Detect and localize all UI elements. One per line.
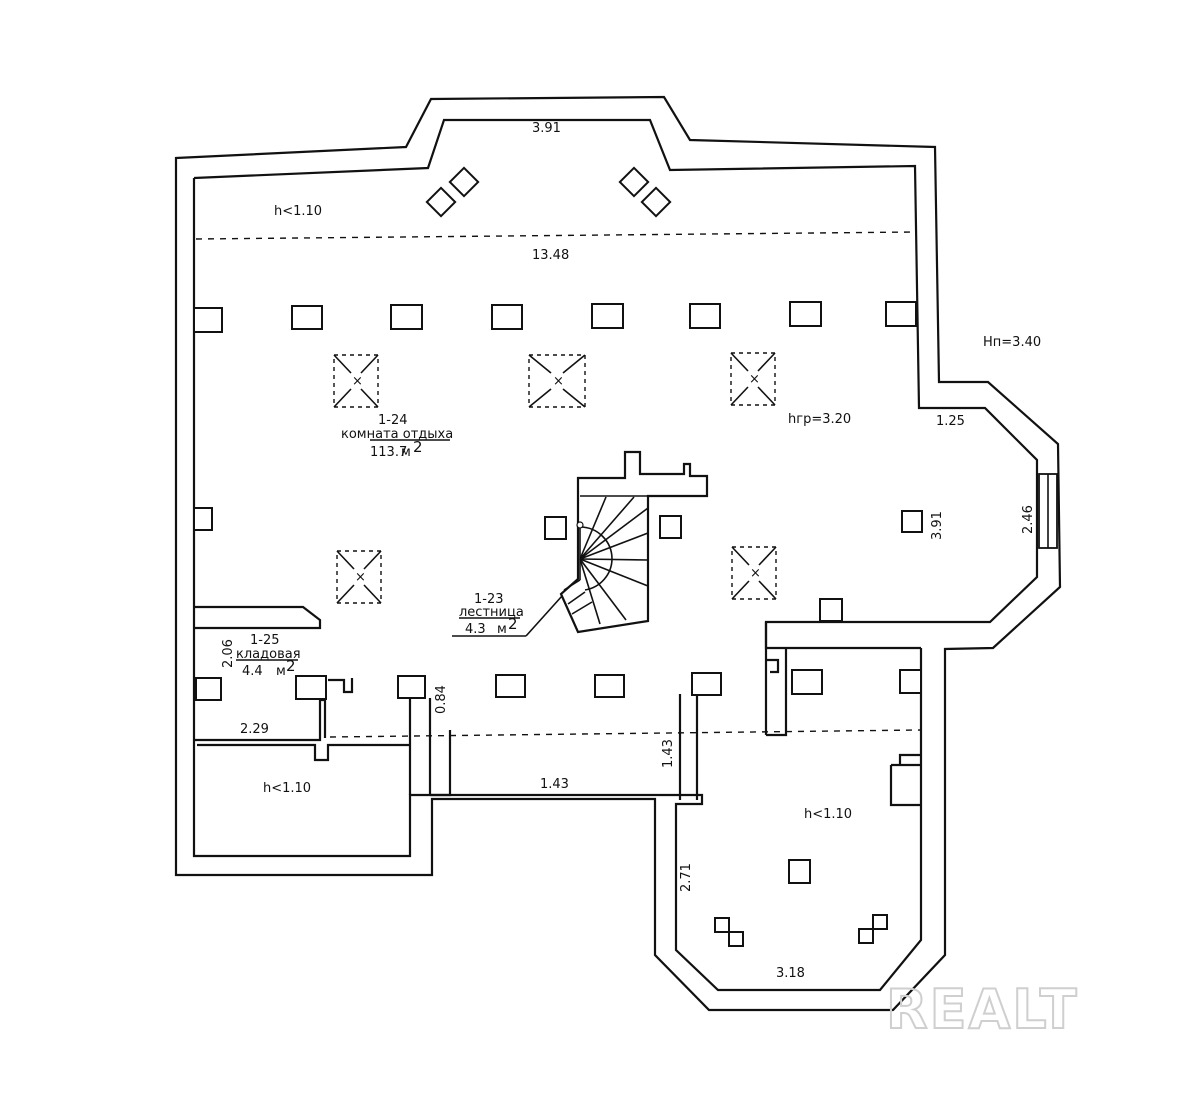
room-storage-unit: м	[276, 664, 286, 679]
room-main-id: 1-24	[378, 413, 408, 428]
dim-right-bay: 2.46	[1021, 505, 1036, 534]
dim-storage-h: 2.06	[221, 639, 236, 668]
columns-row-bottom	[195, 669, 922, 884]
dim-top-width: 13.48	[532, 248, 569, 263]
dim-right-inner: 3.91	[930, 511, 945, 540]
dim-bottom-bay: 3.18	[776, 966, 805, 981]
dash-top	[195, 231, 917, 240]
outer-wall	[174, 95, 1062, 1012]
svg-text:×: ×	[750, 566, 761, 581]
dim-col-gap: 0.84	[434, 685, 449, 714]
dashed-columns: × × × × ×	[333, 352, 777, 604]
svg-text:×: ×	[553, 374, 564, 389]
room-stairs-sup: 2	[508, 615, 518, 633]
svg-text:×: ×	[352, 374, 363, 389]
skylight-diamonds-bottom	[714, 914, 888, 947]
dim-bottom-side: 2.71	[679, 863, 694, 892]
columns-middle	[193, 507, 923, 622]
svg-text:×: ×	[749, 372, 760, 387]
dim-right-bay-top: 1.25	[936, 414, 965, 429]
room-main-area: 113.7	[370, 445, 407, 460]
room-stairs-name: лестница	[459, 605, 524, 620]
height-low-right: h<1.10	[804, 807, 852, 822]
room-storage-sup: 2	[286, 657, 296, 675]
room-main-name: комната отдыха	[341, 427, 453, 442]
room-main-sup: 2	[413, 438, 423, 456]
inner-wall	[193, 118, 1039, 735]
room-storage-id: 1-25	[250, 633, 280, 648]
svg-text:×: ×	[355, 570, 366, 585]
height-low-top: h<1.10	[274, 204, 322, 219]
room-stairs-unit: м	[497, 622, 507, 637]
dim-corridor-w: 1.43	[540, 777, 569, 792]
watermark-logo: REALT	[886, 978, 1079, 1041]
staircase	[452, 450, 709, 637]
room-storage-area: 4.4	[242, 664, 263, 679]
dim-corridor-h: 1.43	[661, 739, 676, 768]
room-main-unit: м	[401, 445, 411, 460]
room-storage-name: кладовая	[236, 647, 301, 662]
height-hp: Hп=3.40	[983, 335, 1041, 350]
room-stairs-id: 1-23	[474, 592, 504, 607]
dim-storage-w: 2.29	[240, 722, 269, 737]
inner-wall-right	[674, 648, 923, 992]
inner-wall-left	[192, 178, 688, 858]
dash-bottom	[329, 729, 921, 738]
skylight-diamonds-top	[425, 166, 672, 218]
room-stairs-area: 4.3	[465, 622, 486, 637]
dim-top-bay: 3.91	[532, 121, 561, 136]
height-low-left: h<1.10	[263, 781, 311, 796]
height-hgr: hгр=3.20	[788, 412, 851, 427]
columns-row-1	[193, 301, 917, 333]
